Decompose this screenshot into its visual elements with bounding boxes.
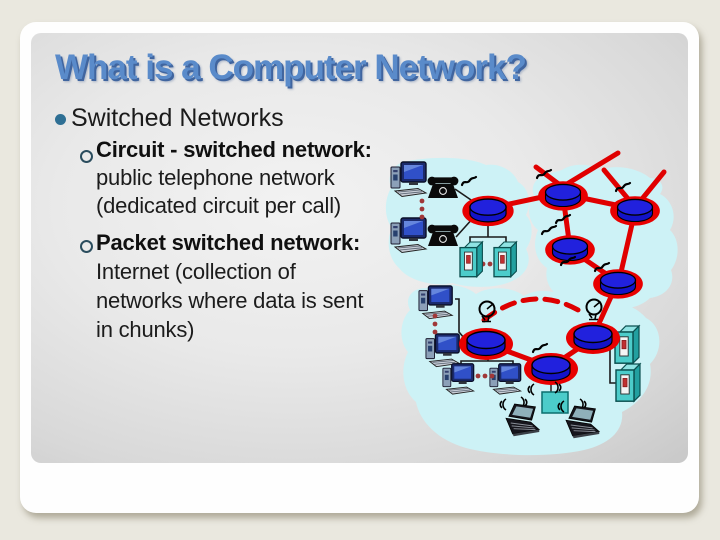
workstation-icon: [390, 217, 427, 254]
router-icon: [592, 268, 644, 300]
router-icon: [458, 327, 514, 361]
server-tower-icon: [615, 363, 641, 402]
slide-title: What is a Computer Network?: [55, 48, 527, 87]
ethernet-switch-icon: [459, 241, 484, 278]
ellipsis-dots: [432, 313, 438, 335]
circuit-switched-line: public telephone network: [96, 165, 335, 190]
access-point-icon: [541, 391, 569, 414]
ellipsis-dots: [475, 373, 495, 379]
ethernet-switch-icon: [493, 241, 518, 278]
router-icon: [537, 180, 589, 212]
packet-switched-line: networks where data is sent: [96, 288, 364, 313]
bullet-circuit-switched: Circuit - switched network: public telep…: [96, 136, 372, 220]
ellipsis-dots: [419, 198, 425, 220]
router-icon: [523, 352, 579, 386]
circuit-switched-line: (dedicated circuit per call): [96, 193, 342, 218]
workstation-icon: [442, 363, 475, 395]
packet-switched-line: in chunks): [96, 317, 195, 342]
workstation-icon: [390, 161, 427, 198]
packet-switched-head: Packet switched network:: [96, 230, 361, 255]
level2-bullet-ring-1: [80, 150, 93, 163]
red-link-stub: [564, 150, 621, 187]
server-tower-icon: [614, 325, 640, 364]
router-icon: [609, 195, 661, 227]
telephone-icon: [427, 224, 459, 247]
bullet-packet-switched: Packet switched network: Internet (colle…: [96, 228, 363, 344]
packet-switched-line: Internet (collection of: [96, 259, 296, 284]
router-icon: [461, 195, 515, 227]
router-icon: [565, 321, 621, 355]
workstation-icon: [489, 363, 522, 395]
circuit-switched-head: Circuit - switched network:: [96, 137, 372, 162]
telephone-icon: [427, 176, 459, 199]
red-link-stub: [601, 167, 632, 203]
level2-bullet-ring-2: [80, 240, 93, 253]
level1-bullet-dot: [55, 114, 66, 125]
red-link-stub: [639, 169, 667, 202]
level1-bullet-text: Switched Networks: [71, 104, 284, 132]
connector-line: [469, 226, 507, 244]
workstation-icon: [425, 333, 460, 368]
connector-line: [455, 298, 465, 339]
